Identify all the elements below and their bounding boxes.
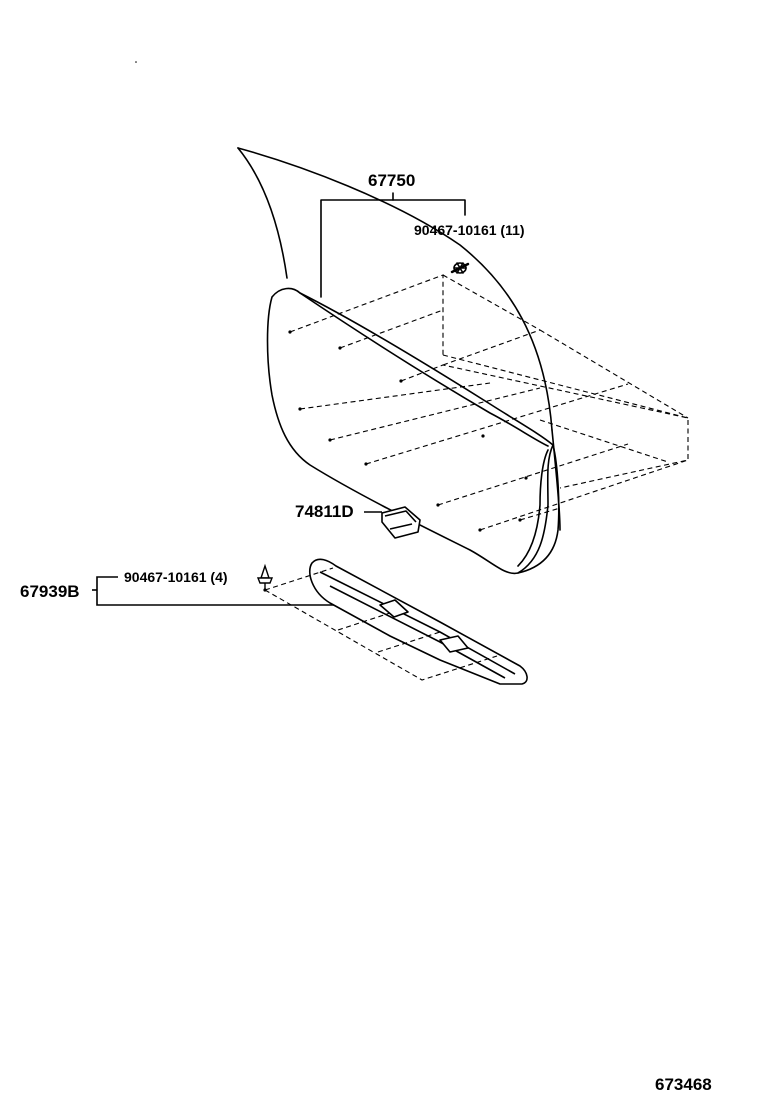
panel-dashed-guides (289, 274, 689, 531)
label-clip-upper: 90467-10161 (11) (414, 222, 525, 238)
trim-panel-leader (320, 192, 466, 298)
label-sill-plate: 67939B (20, 582, 80, 601)
panel-clip-dots (288, 330, 528, 532)
figure-number: 673468 (655, 1075, 712, 1094)
back-door-trim-panel (266, 287, 560, 575)
pull-handle (381, 506, 421, 539)
label-trim-panel: 67750 (368, 171, 416, 190)
label-clip-lower: 90467-10161 (4) (124, 569, 228, 585)
sill-plate-leader (92, 576, 358, 606)
door-sill-plate (308, 558, 528, 685)
upper-clip-icon (450, 262, 470, 274)
door-outline-left (237, 147, 288, 279)
door-outline (237, 147, 553, 431)
label-handle: 74811D (295, 502, 354, 521)
speck (135, 61, 137, 63)
sill-dashed-guides (264, 567, 498, 681)
lower-clip-icon (256, 563, 274, 590)
